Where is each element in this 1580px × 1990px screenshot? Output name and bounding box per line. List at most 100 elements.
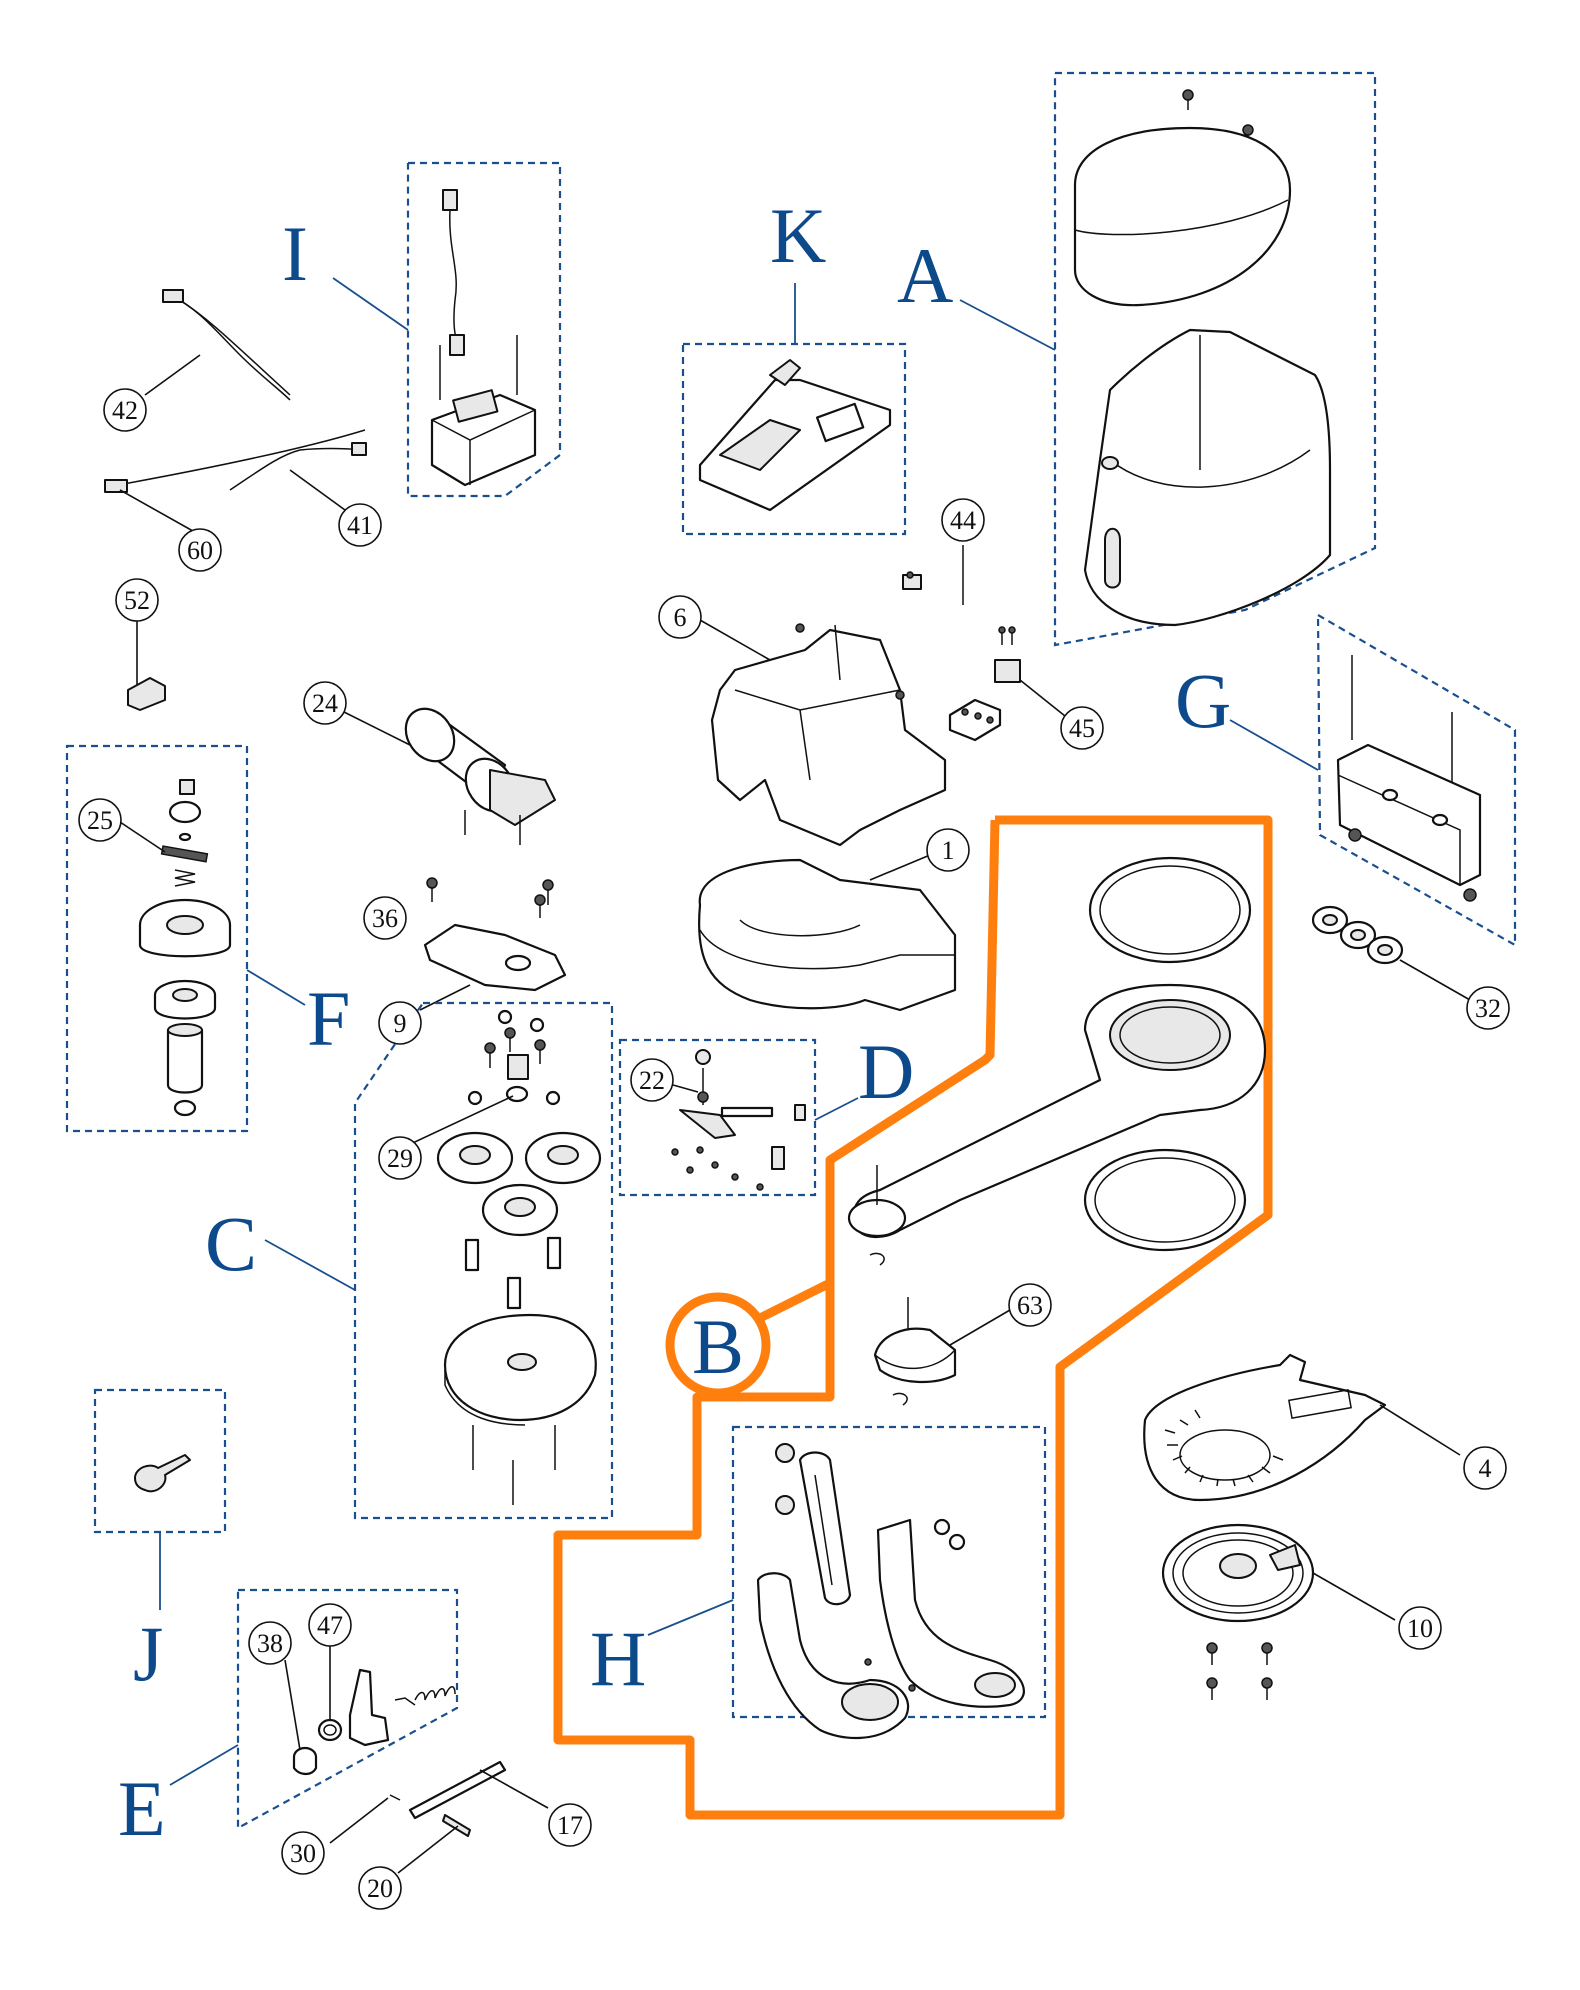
callout-20: 20 xyxy=(358,1866,402,1910)
group-k-box xyxy=(681,342,907,536)
callout-4: 4 xyxy=(1463,1446,1507,1490)
svg-text:60: 60 xyxy=(187,536,213,565)
release-arm-right xyxy=(876,1518,1025,1708)
callout-42: 42 xyxy=(103,388,147,432)
group-e xyxy=(236,1588,459,1830)
group-c-pins xyxy=(464,1236,562,1310)
svg-text:45: 45 xyxy=(1069,714,1095,743)
label-group-a: A xyxy=(897,232,953,319)
callout-30: 30 xyxy=(281,1831,325,1875)
callout-47: 47 xyxy=(308,1603,352,1647)
planet-gears xyxy=(436,1131,602,1237)
svg-text:42: 42 xyxy=(112,396,138,425)
svg-text:36: 36 xyxy=(372,904,398,933)
group-i xyxy=(406,161,562,498)
leader-e xyxy=(169,1744,239,1786)
group-d-screws xyxy=(671,1146,764,1191)
label-group-b: B xyxy=(692,1303,744,1390)
callout-10: 10 xyxy=(1398,1606,1442,1650)
group-b xyxy=(553,815,1273,1820)
part-4-plate xyxy=(1143,1353,1387,1502)
part-9-plate xyxy=(423,923,567,992)
label-group-e: E xyxy=(118,1765,166,1852)
group-f-box xyxy=(65,744,249,1133)
group-k xyxy=(681,342,907,536)
group-h xyxy=(731,1425,1047,1739)
svg-text:10: 10 xyxy=(1407,1614,1433,1643)
wire-41 xyxy=(229,442,367,491)
group-j-box xyxy=(93,1388,227,1534)
label-group-d: D xyxy=(858,1028,914,1115)
mounting-bracket xyxy=(1336,743,1482,887)
part-6-frame xyxy=(710,623,947,847)
svg-text:30: 30 xyxy=(290,1839,316,1868)
callout-36: 36 xyxy=(363,896,407,940)
group-b-highlight-box xyxy=(553,815,1273,1820)
group-g xyxy=(1316,614,1517,947)
leader-f xyxy=(246,969,306,1006)
callout-1: 1 xyxy=(926,828,970,872)
label-group-k: K xyxy=(770,192,826,279)
callout-22: 22 xyxy=(630,1058,674,1102)
release-slot-bar xyxy=(798,1451,852,1606)
label-group-f: F xyxy=(307,975,350,1062)
callout-41: 41 xyxy=(338,503,382,547)
svg-text:29: 29 xyxy=(387,1144,413,1173)
group-f xyxy=(65,744,249,1133)
group-d xyxy=(618,1038,817,1197)
part-24-motor xyxy=(404,707,556,845)
callout-45: 45 xyxy=(1060,706,1104,750)
group-a xyxy=(1053,71,1377,647)
group-c-box xyxy=(353,1001,614,1520)
control-board xyxy=(698,378,892,512)
group-b-marker xyxy=(665,1292,771,1398)
group-e-box xyxy=(236,1588,459,1830)
leader-i xyxy=(332,277,409,331)
small-clips-44 xyxy=(902,571,922,590)
part-17-shaft xyxy=(408,1760,507,1820)
svg-text:17: 17 xyxy=(557,1811,583,1840)
wire-42 xyxy=(162,289,291,401)
label-group-c: C xyxy=(205,1200,257,1287)
callout-25: 25 xyxy=(78,798,122,842)
label-group-i: I xyxy=(282,210,308,297)
callout-17: 17 xyxy=(548,1803,592,1847)
part-10-screws xyxy=(1206,1642,1273,1700)
leader-c xyxy=(264,1239,356,1291)
svg-text:32: 32 xyxy=(1475,994,1501,1023)
svg-text:4: 4 xyxy=(1479,1454,1492,1483)
callout-44: 44 xyxy=(941,498,985,542)
cover xyxy=(1073,126,1292,307)
svg-text:20: 20 xyxy=(367,1874,393,1903)
group-a-screws xyxy=(1182,89,1254,145)
svg-text:6: 6 xyxy=(674,603,687,632)
label-group-h: H xyxy=(590,1615,646,1702)
leader-a xyxy=(959,299,1056,351)
part-36-screws xyxy=(426,877,554,918)
svg-text:9: 9 xyxy=(394,1009,407,1038)
label-group-g: G xyxy=(1175,657,1231,744)
base-housing xyxy=(1083,328,1332,627)
group-a-box xyxy=(1053,71,1377,647)
part-20-pin xyxy=(442,1814,471,1837)
group-d-box xyxy=(618,1038,817,1197)
index-slots xyxy=(1164,1409,1284,1487)
callout-60: 60 xyxy=(178,528,222,572)
callout-52: 52 xyxy=(115,578,159,622)
svg-text:47: 47 xyxy=(317,1611,343,1640)
callout-38: 38 xyxy=(248,1621,292,1665)
leader-g xyxy=(1229,719,1319,771)
group-c-small-parts xyxy=(467,1009,561,1106)
part-32-washers xyxy=(1311,905,1404,965)
callout-63: 63 xyxy=(1008,1283,1052,1327)
leader-d xyxy=(814,1097,859,1121)
ring-gear-teeth xyxy=(1109,999,1231,1071)
part-63-cam xyxy=(873,1297,957,1383)
svg-text:63: 63 xyxy=(1017,1291,1043,1320)
carrier-plate xyxy=(443,1313,597,1426)
svg-text:41: 41 xyxy=(347,511,373,540)
o-ring-bottom xyxy=(1083,1148,1247,1252)
svg-text:25: 25 xyxy=(87,806,113,835)
part-45-terminal xyxy=(948,626,1021,742)
